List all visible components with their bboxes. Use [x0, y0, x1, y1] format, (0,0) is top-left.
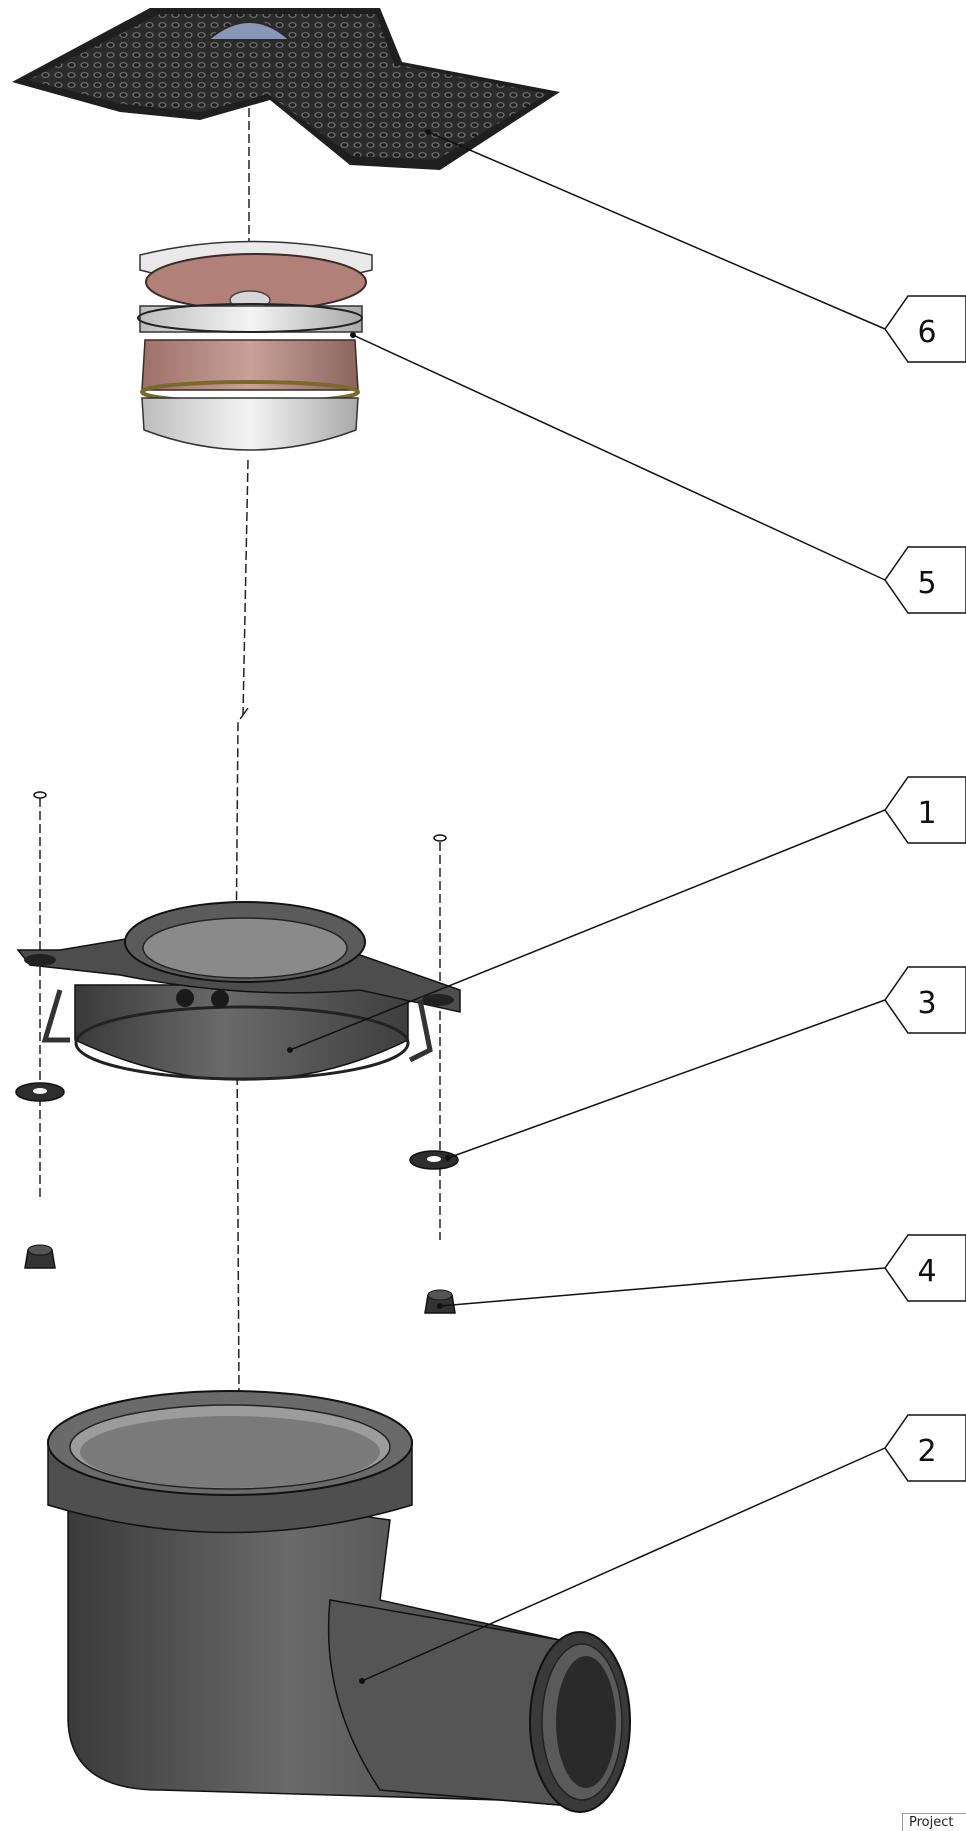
balloon-3: 3 [884, 966, 966, 1034]
balloon-3-label: 3 [917, 986, 936, 1021]
balloon-4: 4 [884, 1234, 966, 1302]
leader-dots [287, 129, 451, 1684]
part-1-flange [16, 901, 461, 1081]
balloon-5: 5 [884, 546, 966, 614]
part-4-nuts [24, 1244, 456, 1314]
balloon-1-label: 1 [917, 796, 936, 831]
balloon-2: 2 [884, 1414, 966, 1482]
balloon-1: 1 [884, 776, 966, 844]
part-screws [33, 791, 447, 842]
leader-lines [289, 131, 886, 1682]
balloon-6-label: 6 [917, 315, 936, 350]
balloon-5-label: 5 [917, 566, 936, 601]
title-block-label: Project [902, 1813, 966, 1831]
balloon-4-label: 4 [917, 1254, 936, 1289]
balloon-2-label: 2 [917, 1434, 936, 1469]
part-6-grate [12, 8, 560, 170]
part-2-trap-body [47, 1390, 631, 1813]
part-3-washers [15, 1082, 459, 1170]
axis-lines [39, 95, 441, 1396]
balloon-6: 6 [884, 295, 966, 363]
part-5-insert [137, 240, 373, 451]
